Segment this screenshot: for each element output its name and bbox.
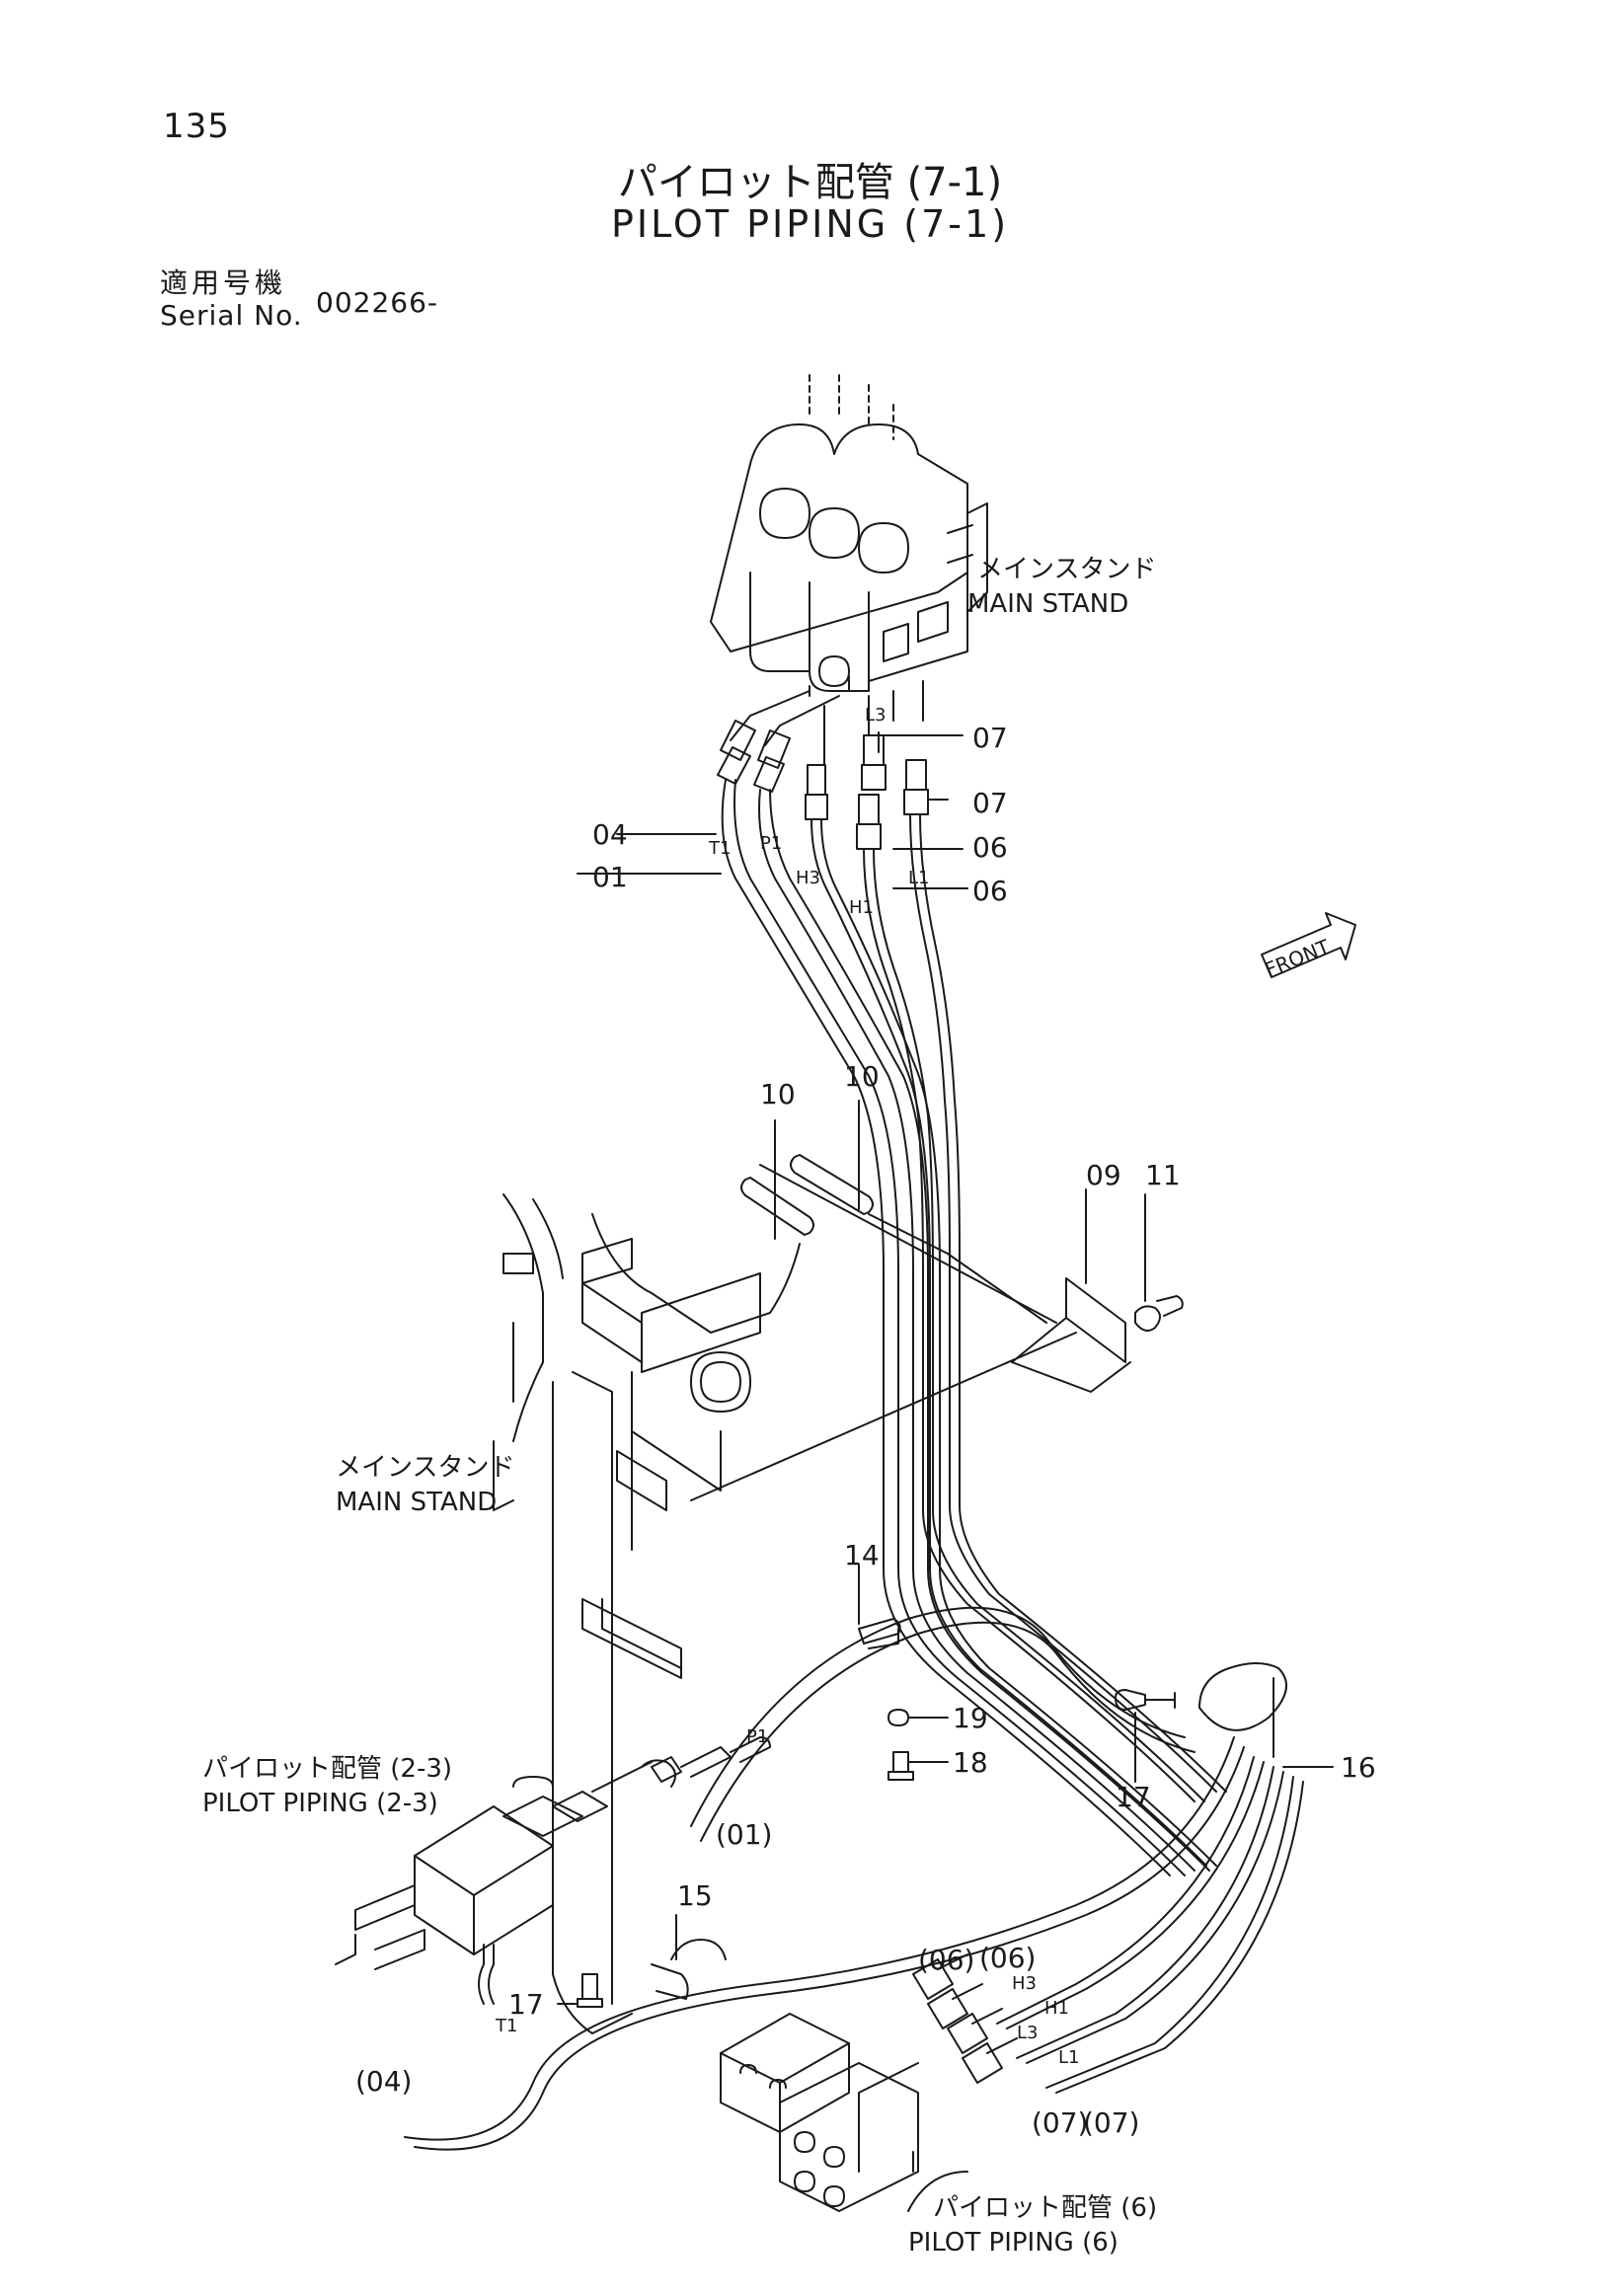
main-stand-label-lower-jp: メインスタンド — [336, 1453, 514, 1483]
pilot-piping-2-3-valve — [335, 1736, 771, 1970]
front-arrow-icon — [1261, 912, 1356, 978]
main-stand-label-upper-en: MAIN STAND — [967, 589, 1128, 619]
port-h3-lower: H3 — [1012, 1973, 1037, 1994]
callout-06-parenthesized-right: (06) — [979, 1942, 1036, 1974]
page-number: 135 — [163, 107, 230, 146]
pilot-2-3-label-en: PILOT PIPING (2-3) — [202, 1789, 438, 1818]
callout-07-parenthesized-right: (07) — [1083, 2106, 1139, 2139]
pilot-2-3-label-jp: パイロット配管 (2-3) — [202, 1754, 452, 1784]
callout-06-lower: 06 — [972, 875, 1008, 907]
lower-hoses — [404, 1606, 1304, 2151]
title-japanese: パイロット配管 (7-1) — [617, 160, 1003, 205]
port-l3-upper: L3 — [865, 705, 886, 726]
main-stand-structure — [493, 1193, 801, 2034]
pilot-6-label-en: PILOT PIPING (6) — [908, 2228, 1119, 2258]
front-label: FRONT — [1262, 934, 1334, 981]
serial-label-japanese: 適用号機 — [160, 267, 287, 299]
callout-15: 15 — [677, 1879, 713, 1912]
upper-hose-bundle — [717, 680, 1227, 1876]
callout-01: 01 — [592, 861, 628, 893]
pilot-6-label-jp: パイロット配管 (6) — [933, 2193, 1157, 2223]
bracket-and-bolt — [1011, 1188, 1184, 1393]
callout-10-left: 10 — [760, 1078, 796, 1110]
callout-04: 04 — [592, 818, 628, 851]
port-l3-lower: L3 — [1017, 2023, 1038, 2043]
pilot-piping-6-valve — [720, 1953, 1018, 2212]
serial-label-english: Serial No. — [160, 299, 303, 332]
callout-14: 14 — [844, 1539, 880, 1571]
callout-16: 16 — [1341, 1751, 1376, 1784]
callout-01-parenthesized: (01) — [716, 1818, 772, 1851]
control-valve-block — [710, 374, 988, 697]
callout-04-parenthesized: (04) — [355, 2065, 412, 2098]
port-p1-lower: P1 — [746, 1726, 768, 1747]
port-p1-upper: P1 — [760, 833, 782, 854]
callout-17-right: 17 — [1116, 1781, 1151, 1813]
leader-lines — [577, 731, 1077, 1501]
port-t1-lower: T1 — [495, 2016, 517, 2036]
callout-06-parenthesized-left: (06) — [918, 1944, 974, 1976]
callout-17-left: 17 — [508, 1988, 544, 2021]
callout-07-lower: 07 — [972, 787, 1008, 819]
callout-10-right: 10 — [844, 1060, 880, 1093]
port-h1-lower: H1 — [1044, 1998, 1069, 2019]
serial-number-value: 002266- — [316, 286, 438, 319]
spacer-rods — [740, 1100, 874, 1240]
port-l1-lower: L1 — [1058, 2047, 1079, 2068]
callout-07-parenthesized-left: (07) — [1032, 2106, 1088, 2139]
title-english: PILOT PIPING (7-1) — [610, 202, 1010, 246]
main-stand-label-upper-jp: メインスタンド — [977, 555, 1156, 584]
clamps-and-bolts — [557, 1564, 1334, 2008]
callout-06-upper: 06 — [972, 831, 1008, 864]
port-l1-upper: L1 — [908, 868, 929, 888]
callout-19: 19 — [953, 1702, 988, 1734]
port-h3-upper: H3 — [796, 868, 820, 888]
port-t1-upper: T1 — [708, 838, 731, 859]
callout-07-upper: 07 — [972, 722, 1008, 754]
main-stand-label-lower-en: MAIN STAND — [336, 1488, 497, 1517]
port-h1-upper: H1 — [849, 897, 874, 918]
callout-11: 11 — [1145, 1159, 1181, 1191]
callout-18: 18 — [953, 1746, 988, 1779]
callout-09: 09 — [1086, 1159, 1121, 1191]
